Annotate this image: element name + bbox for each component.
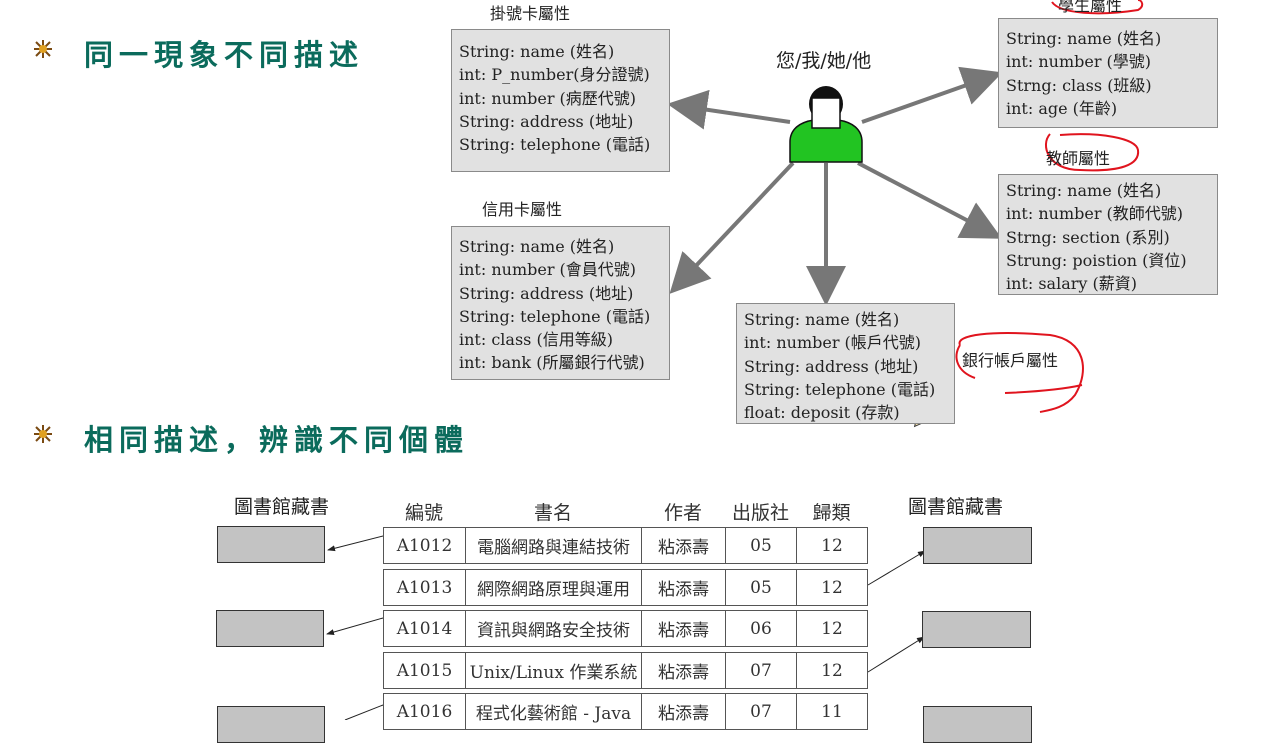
attribute-line: int: number (帳戶代號) — [744, 331, 948, 354]
attribute-line: int: number (會員代號) — [459, 258, 663, 281]
annotation-bank-loop — [960, 333, 1083, 412]
attribute-line: int: number (學號) — [1006, 50, 1211, 73]
attribute-line: String: telephone (電話) — [459, 305, 663, 328]
attribute-line: String: name (姓名) — [744, 308, 948, 331]
table-cell-author: 粘添壽 — [641, 569, 726, 606]
arrow-to-credit — [675, 163, 793, 288]
table-cell-title: 網際網路原理與運用 — [465, 569, 642, 606]
table-cell-category: 12 — [796, 652, 868, 689]
attribute-line: String: name (姓名) — [459, 235, 663, 258]
attribute-line: int: P_number(身分證號) — [459, 63, 663, 86]
column-header-author: 作者 — [641, 498, 725, 525]
attribute-line: String: address (地址) — [459, 110, 663, 133]
attribute-line: String: telephone (電話) — [744, 378, 948, 401]
table-cell-id: A1015 — [383, 652, 466, 689]
table-cell-id: A1012 — [383, 527, 466, 564]
table-cell-publisher: 05 — [725, 569, 797, 606]
table-cell-category: 11 — [796, 693, 868, 730]
attribute-line: String: name (姓名) — [1006, 179, 1211, 202]
table-cell-author: 粘添壽 — [641, 610, 726, 647]
attribute-line: int: number (教師代號) — [1006, 202, 1211, 225]
attribute-line: int: salary (薪資) — [1006, 272, 1211, 295]
table-cell-id: A1013 — [383, 569, 466, 606]
table-cell-title: Unix/Linux 作業系統 — [465, 652, 642, 689]
arrow-to-registration — [675, 105, 790, 122]
table-cell-category: 12 — [796, 527, 868, 564]
attribute-line: String: name (姓名) — [1006, 27, 1211, 50]
attribute-line: Strng: class (班級) — [1006, 74, 1211, 97]
attribute-line: Strng: section (系別) — [1006, 226, 1211, 249]
table-cell-author: 粘添壽 — [641, 693, 726, 730]
table-cell-publisher: 07 — [725, 693, 797, 730]
registration-title: 掛號卡屬性 — [490, 0, 570, 24]
student-title: 學生屬性 — [1058, 0, 1122, 16]
teacher-attributes-box: String: name (姓名) int: number (教師代號) Str… — [998, 174, 1218, 295]
student-attributes-box: String: name (姓名) int: number (學號) Strng… — [998, 18, 1218, 128]
table-cell-id: A1016 — [383, 693, 466, 730]
table-cell-author: 粘添壽 — [641, 652, 726, 689]
table-cell-category: 12 — [796, 610, 868, 647]
table-cell-title: 資訊與網路安全技術 — [465, 610, 642, 647]
table-cell-author: 粘添壽 — [641, 527, 726, 564]
attribute-line: String: telephone (電話) — [459, 133, 663, 156]
table-cell-publisher: 07 — [725, 652, 797, 689]
table-cell-title: 電腦網路與連結技術 — [465, 527, 642, 564]
attribute-line: int: age (年齡) — [1006, 97, 1211, 120]
library-book-slot — [923, 527, 1032, 564]
bank-title: 銀行帳戶屬性 — [962, 347, 1058, 371]
table-cell-id: A1014 — [383, 610, 466, 647]
library-book-slot — [217, 706, 325, 743]
table-cell-category: 12 — [796, 569, 868, 606]
library-label-right: 圖書館藏書 — [908, 492, 1003, 519]
arrow-to-student — [862, 75, 995, 122]
table-cell-title: 程式化藝術館 - Java — [465, 693, 642, 730]
arrow-to-teacher — [858, 163, 995, 235]
registration-attributes-box: String: name (姓名) int: P_number(身分證號) in… — [451, 29, 670, 172]
credit-title: 信用卡屬性 — [482, 196, 562, 220]
library-book-slot — [922, 611, 1031, 648]
person-label: 您/我/她/他 — [776, 46, 871, 73]
attribute-line: int: bank (所屬銀行代號) — [459, 351, 663, 374]
attribute-line: int: number (病歷代號) — [459, 87, 663, 110]
attribute-line: int: class (信用等級) — [459, 328, 663, 351]
library-label-left: 圖書館藏書 — [234, 492, 329, 519]
attribute-line: String: name (姓名) — [459, 40, 663, 63]
column-header-publisher: 出版社 — [725, 498, 796, 525]
library-book-slot — [216, 610, 324, 647]
column-header-category: 歸類 — [796, 498, 867, 525]
column-header-title: 書名 — [465, 498, 641, 525]
library-book-slot — [217, 526, 325, 563]
table-cell-publisher: 05 — [725, 527, 797, 564]
credit-attributes-box: String: name (姓名) int: number (會員代號) Str… — [451, 226, 670, 380]
annotation-bank-underline — [1005, 385, 1082, 393]
attribute-line: String: address (地址) — [459, 282, 663, 305]
attribute-line: String: address (地址) — [744, 355, 948, 378]
attribute-line: Strung: poistion (資位) — [1006, 249, 1211, 272]
column-header-id: 編號 — [383, 498, 465, 525]
attribute-line: float: deposit (存款) — [744, 401, 948, 424]
bank-attributes-box: String: name (姓名) int: number (帳戶代號) Str… — [736, 303, 955, 424]
library-book-slot — [923, 706, 1032, 743]
person-icon — [786, 84, 866, 164]
table-cell-publisher: 06 — [725, 610, 797, 647]
teacher-title: 教師屬性 — [1046, 145, 1110, 169]
